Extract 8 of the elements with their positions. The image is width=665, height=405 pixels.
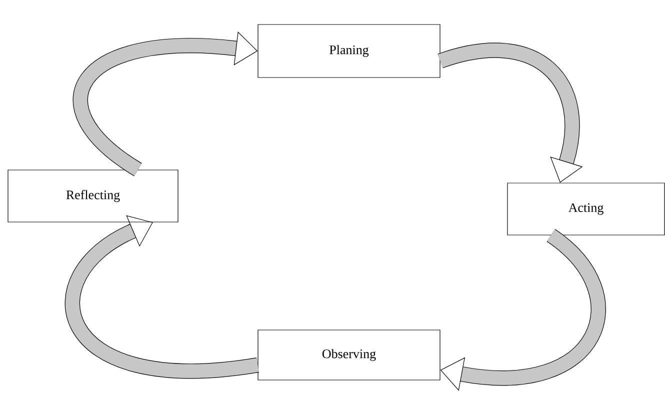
curved-arrow [438, 43, 583, 183]
curved-arrow [65, 215, 259, 378]
curved-arrow [73, 31, 258, 176]
process-box: Planing [258, 24, 440, 78]
process-box: Reflecting [8, 170, 178, 222]
process-box: Acting [507, 182, 665, 236]
process-box: Observing [258, 330, 440, 380]
curved-arrow [440, 229, 606, 391]
